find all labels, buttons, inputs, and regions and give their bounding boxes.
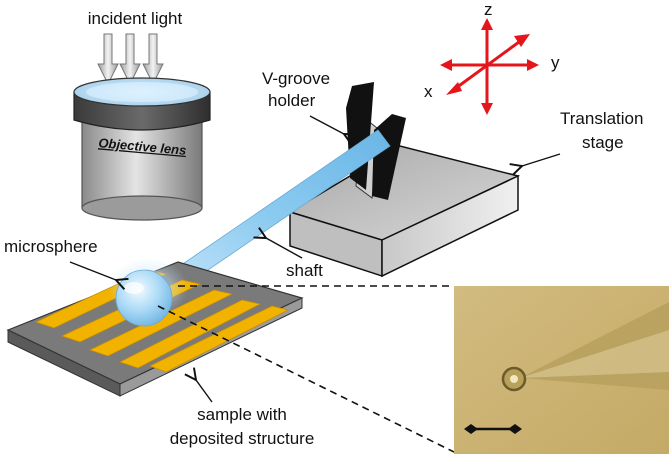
incident-light-arrows [97,33,164,86]
translation-stage-label-line2: stage [582,133,624,152]
sample-label-line2: deposited structure [170,429,315,448]
microsphere [108,258,188,327]
sample-label-line1: sample with [197,405,287,424]
pointer-lines [69,115,561,403]
objective-lens [73,77,211,221]
scale-bar [464,424,522,434]
gold-electrode-strips [34,269,290,373]
y-axis-label: y [551,53,560,72]
translation-stage-label-line1: Translation [560,109,643,128]
micrograph-inset [454,286,669,454]
translation-stage [288,145,521,278]
vgroove-label-line2: holder [268,91,316,110]
incident-light-label: incident light [88,9,183,28]
xyz-axes [440,18,539,115]
vgroove-label-line1: V-groove [262,69,330,88]
shaft-label: shaft [286,261,323,280]
x-axis-label: x [424,82,433,101]
z-axis-label: z [484,0,493,19]
zoom-projection-lines [157,285,455,453]
microsphere-label: microsphere [4,237,98,256]
